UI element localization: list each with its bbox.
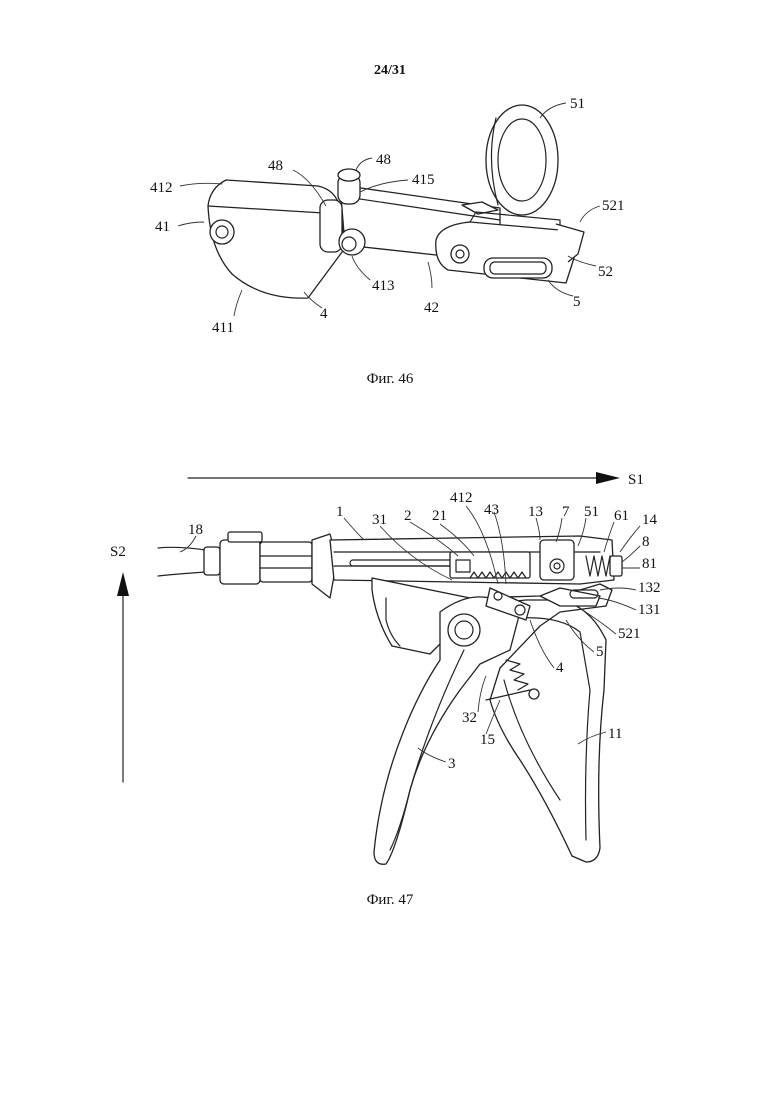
fig47-label: 412 bbox=[450, 490, 473, 506]
fig47-label: 43 bbox=[484, 502, 499, 518]
fig47-label: 18 bbox=[188, 522, 203, 538]
fig47-label: 61 bbox=[614, 508, 629, 524]
fig47-label: 1 bbox=[336, 504, 344, 520]
fig47-label: 15 bbox=[480, 732, 495, 748]
fig47-label: 5 bbox=[596, 644, 604, 660]
cable-part-18 bbox=[158, 547, 206, 576]
block-part-7 bbox=[540, 540, 574, 580]
fig47-label: 21 bbox=[432, 508, 447, 524]
rack-part-2 bbox=[450, 552, 530, 578]
fig47-label: 32 bbox=[462, 710, 477, 726]
fig47-label: S2 bbox=[110, 544, 126, 560]
fig47-label: 11 bbox=[608, 726, 622, 742]
fig47-label: 521 bbox=[618, 626, 641, 642]
fig47-label: 132 bbox=[638, 580, 661, 596]
fig47-label: 3 bbox=[448, 756, 456, 772]
fig47-label: 4 bbox=[556, 660, 564, 676]
fig47-label: 8 bbox=[642, 534, 650, 550]
direction-arrow-s1 bbox=[188, 472, 620, 484]
fig47-label: 51 bbox=[584, 504, 599, 520]
fig47-label: 7 bbox=[562, 504, 570, 520]
fig47-label: 14 bbox=[642, 512, 658, 528]
fig47-label: S1 bbox=[628, 472, 644, 488]
fig47-label: 13 bbox=[528, 504, 543, 520]
fig47-label: 31 bbox=[372, 512, 387, 528]
direction-arrow-s2 bbox=[117, 572, 129, 782]
fig47-label: 81 bbox=[642, 556, 657, 572]
connector-assembly bbox=[204, 532, 334, 598]
fig47-label: 131 bbox=[638, 602, 661, 618]
figure-47-caption: Фиг. 47 bbox=[0, 892, 780, 909]
fig47-label: 2 bbox=[404, 508, 412, 524]
figure-47-drawing: S1 S2 18 1 31 2 21 412 43 13 7 51 61 14 … bbox=[0, 0, 780, 900]
